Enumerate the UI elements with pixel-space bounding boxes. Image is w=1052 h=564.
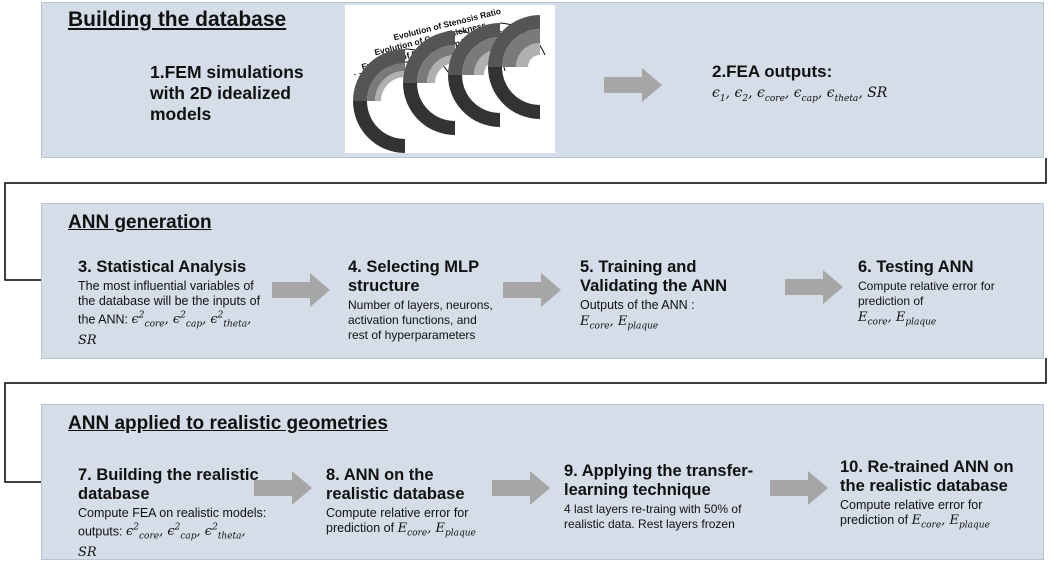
arrow-5-6 [785,270,843,304]
section-title-ann-generation: ANN generation [68,212,212,233]
step-7-title: 7. Building the realistic database [78,466,259,503]
step-8-desc-text: Compute relative error for prediction of [326,506,469,535]
section-title-realistic: ANN applied to realistic geometries [68,413,388,434]
step-8-formula: Ecore, Eplaque [397,521,476,539]
step-3-formula: ϵ2core, ϵ2cap, ϵ2theta, SR [78,311,252,348]
step-9: 9. Applying the transfer-learning techni… [564,462,764,532]
step-3: 3. Statistical Analysis The most influen… [78,258,270,348]
step-4-title: 4. Selecting MLP structure [348,258,479,295]
step-6-title: 6. Testing ANN [858,258,974,276]
step-10-title: 10. Re-trained ANN on the realistic data… [840,458,1014,495]
arrow-3-4 [272,273,330,307]
arrow-7-8 [254,471,312,505]
step-2: 2.FEA outputs: ϵ1, ϵ2, ϵcore, ϵcap, ϵthe… [712,62,1032,104]
step-6-desc: Compute relative error for prediction of [858,279,995,308]
step-7-desc-text: Compute FEA on realistic models: outputs… [78,506,267,539]
step-1-title: 1.FEM simulations with 2D idealized mode… [150,62,304,124]
step-1: 1.FEM simulations with 2D idealized mode… [150,62,330,125]
step-4: 4. Selecting MLP structure Number of lay… [348,258,498,343]
step-9-title: 9. Applying the transfer-learning techni… [564,462,754,499]
step-8: 8. ANN on the realistic database Compute… [326,466,486,542]
step-6: 6. Testing ANN Compute relative error fo… [858,258,1038,328]
step-10: 10. Re-trained ANN on the realistic data… [840,458,1040,534]
step-8-title: 8. ANN on the realistic database [326,466,465,503]
plaque-evolution-figure: Evolution of Stenosis Ratio Evolution of… [345,5,555,153]
step-3-title: 3. Statistical Analysis [78,258,247,276]
step-7-formula: ϵ2core, ϵ2cap, ϵ2theta, SR [78,523,246,560]
step-7: 7. Building the realistic database Compu… [78,466,268,560]
step-6-formula: Ecore, Eplaque [858,310,937,328]
step-9-desc: 4 last layers re-traing with 50% of real… [564,502,742,531]
arrow-1-2 [604,68,662,102]
arrow-9-10 [770,471,828,505]
step-5-desc: Outputs of the ANN : [580,298,695,312]
step-10-desc: Compute relative error for prediction of… [840,498,1040,534]
arrow-4-5 [503,273,561,307]
step-4-desc: Number of layers, neurons, activation fu… [348,298,493,342]
step-5: 5. Training and Validating the ANN Outpu… [580,258,770,332]
section-title-database: Building the database [68,8,287,31]
step-3-desc-text: The most influential variables of the da… [78,279,261,327]
plaque-evolution-svg: Evolution of Stenosis Ratio Evolution of… [352,6,546,153]
step-2-title: 2.FEA outputs: [712,62,833,81]
step-3-desc: The most influential variables of the da… [78,279,270,348]
step-10-formula: Ecore, Eplaque [911,513,990,531]
arrow-8-9 [492,471,550,505]
figure-minus: - [352,69,357,79]
step-5-title: 5. Training and Validating the ANN [580,258,727,295]
step-8-desc: Compute relative error for prediction of… [326,506,486,542]
step-10-desc-text: Compute relative error for prediction of [840,498,983,527]
step-5-formula: Ecore, Eplaque [580,314,659,332]
plaque-section-4 [488,15,540,119]
step-2-formula: ϵ1, ϵ2, ϵcore, ϵcap, ϵtheta, SR [712,85,888,104]
step-7-desc: Compute FEA on realistic models: outputs… [78,506,268,560]
